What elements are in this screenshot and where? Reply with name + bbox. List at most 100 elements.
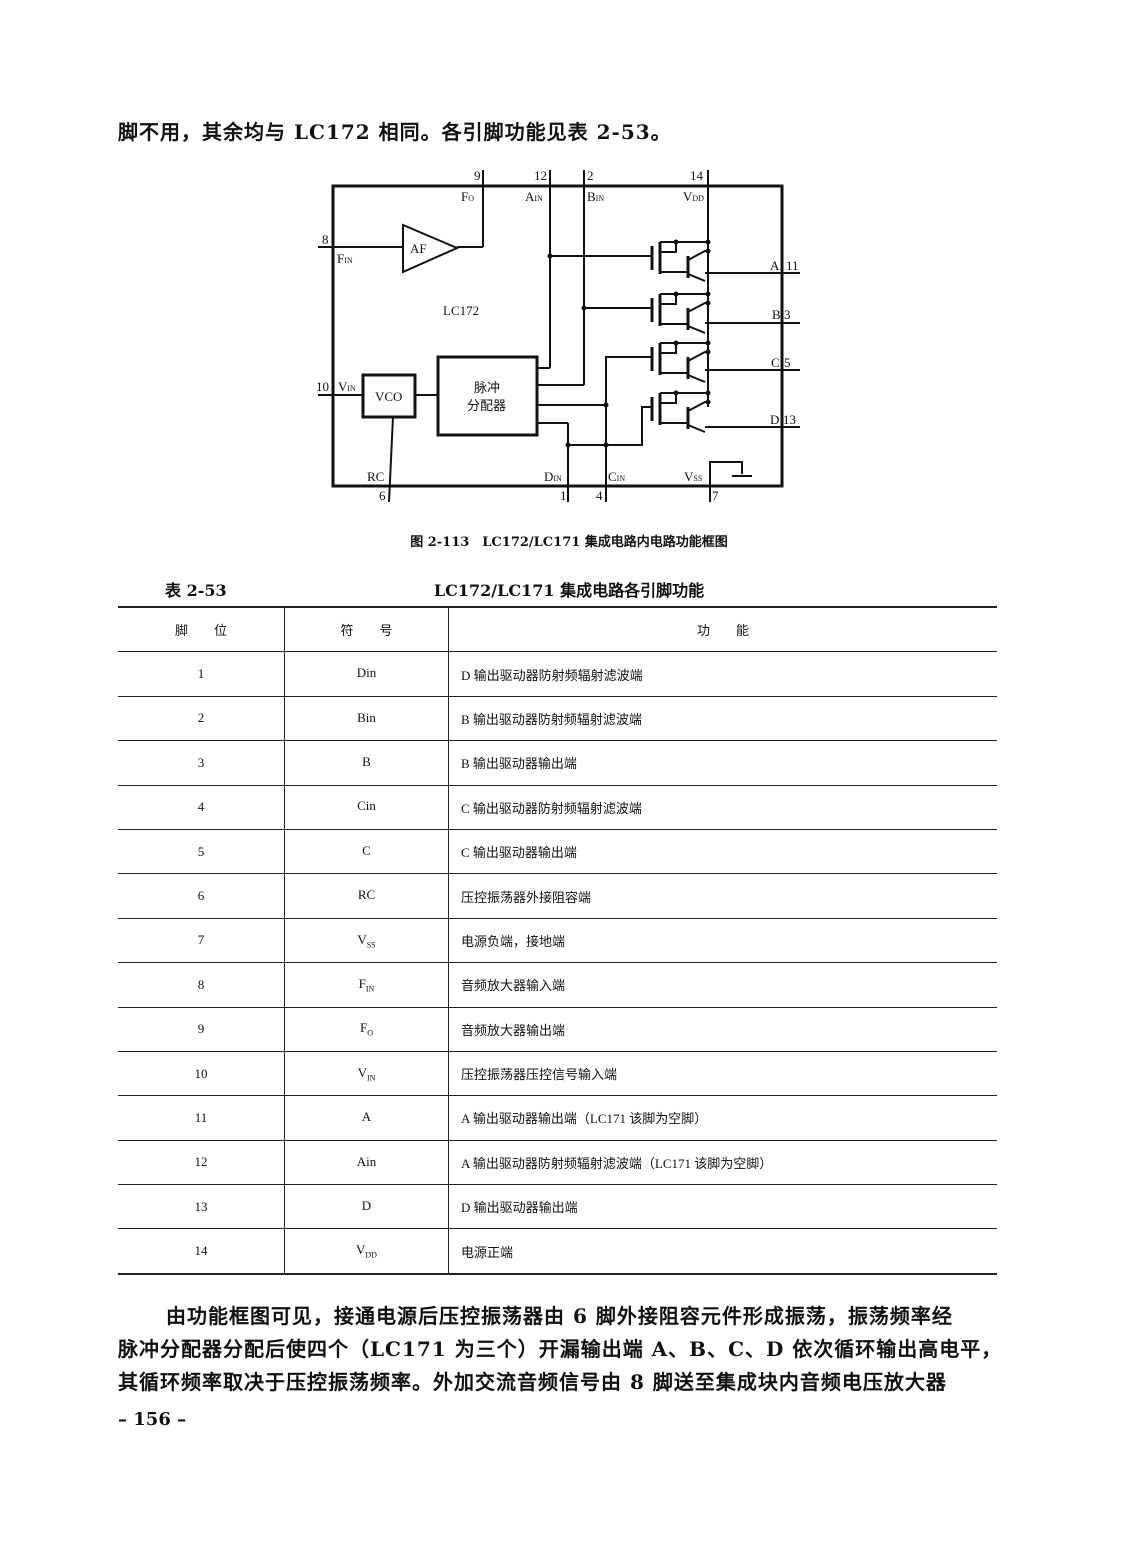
body-line: 脉冲分配器分配后使四个（LC171 为三个）开漏输出端 A、B、C、D 依次循环… bbox=[118, 1337, 1003, 1361]
symbol-cell: VIN bbox=[284, 1051, 449, 1097]
vin-label: VIN bbox=[338, 379, 356, 394]
pin-10-label: 10 bbox=[316, 379, 329, 394]
pin-cell: 5 bbox=[118, 829, 285, 875]
figure-caption: 图 2-113 LC172/LC171 集成电路内电路功能框图 bbox=[410, 535, 728, 550]
header-function: 功 能 bbox=[448, 606, 997, 653]
symbol-cell: FIN bbox=[284, 962, 449, 1008]
symbol-subscript: IN bbox=[365, 984, 375, 994]
pin-cell: 8 bbox=[118, 962, 285, 1008]
body-paragraph: 由功能框图可见，接通电源后压控振荡器由 6 脚外接阻容元件形成振荡，振荡频率经 … bbox=[118, 1300, 1002, 1399]
symbol-cell: D bbox=[284, 1184, 449, 1230]
pin-cell: 6 bbox=[118, 873, 285, 919]
function-cell: 音频放大器输入端 bbox=[448, 962, 997, 1008]
symbol-text: Cin bbox=[357, 798, 376, 814]
symbol-text: V bbox=[357, 931, 367, 947]
symbol-text: B bbox=[362, 754, 371, 770]
circuit-block-diagram: 9 12 2 14 FO AIN BIN VDD 8 FIN AF LC172 … bbox=[316, 168, 800, 503]
pin-cell: 2 bbox=[118, 696, 285, 742]
symbol-cell: Din bbox=[284, 651, 449, 697]
pin-13-label: 13 bbox=[783, 412, 796, 427]
pin-12-label: 12 bbox=[534, 168, 547, 183]
table-label: 表 2-53 bbox=[165, 581, 227, 600]
symbol-text: V bbox=[356, 1242, 366, 1258]
function-cell: 压控振荡器压控信号输入端 bbox=[448, 1051, 997, 1097]
vss-label: VSS bbox=[684, 469, 702, 484]
table-row: 4 Cin C 输出驱动器防射频辐射滤波端 bbox=[118, 785, 997, 830]
symbol-subscript: DD bbox=[365, 1250, 377, 1260]
pin-cell: 10 bbox=[118, 1051, 285, 1097]
intro-text: 脚不用，其余均与 LC172 相同。各引脚功能见表 2-53。 bbox=[118, 120, 672, 144]
function-cell: C 输出驱动器防射频辐射滤波端 bbox=[448, 785, 997, 830]
pin-5-label: 5 bbox=[784, 355, 791, 370]
symbol-text: F bbox=[359, 1020, 368, 1036]
function-cell: 电源负端，接地端 bbox=[448, 918, 997, 964]
chip-label: LC172 bbox=[443, 303, 479, 318]
pin-cell: 3 bbox=[118, 740, 285, 786]
pin-3-label: 3 bbox=[784, 307, 791, 322]
function-cell: D 输出驱动器防射频辐射滤波端 bbox=[448, 651, 997, 697]
page-number: – 156 – bbox=[118, 1409, 187, 1430]
pin-cell: 12 bbox=[118, 1140, 285, 1186]
pulse-label-2: 分配器 bbox=[467, 398, 506, 413]
body-line: 其循环频率取决于压控振荡频率。外加交流音频信号由 8 脚送至集成块内音频电压放大… bbox=[118, 1370, 947, 1394]
pin-9-label: 9 bbox=[474, 168, 481, 183]
bin-label: BIN bbox=[587, 189, 604, 204]
symbol-text: Ain bbox=[356, 1153, 377, 1169]
function-cell: B 输出驱动器输出端 bbox=[448, 740, 997, 786]
symbol-text: D bbox=[361, 1197, 372, 1213]
amplifier-triangle bbox=[402, 223, 460, 274]
pin-1-label: 1 bbox=[560, 488, 567, 503]
pin-11-label: 11 bbox=[786, 258, 799, 273]
symbol-subscript: IN bbox=[366, 1073, 376, 1083]
symbol-cell: FO bbox=[284, 1007, 449, 1052]
rc-label: RC bbox=[367, 469, 384, 484]
pin-cell: 9 bbox=[118, 1007, 285, 1052]
function-cell: B 输出驱动器防射频辐射滤波端 bbox=[448, 696, 997, 742]
table-title: LC172/LC171 集成电路各引脚功能 bbox=[433, 581, 705, 600]
header-pin: 脚 位 bbox=[118, 606, 285, 653]
symbol-text: F bbox=[358, 976, 366, 992]
function-cell: D 输出驱动器输出端 bbox=[448, 1184, 997, 1230]
pin-cell: 7 bbox=[118, 918, 285, 964]
function-cell: 压控振荡器外接阻容端 bbox=[448, 873, 997, 919]
table-row: 3 B B 输出驱动器输出端 bbox=[118, 740, 997, 786]
cin-label: CIN bbox=[608, 469, 625, 484]
function-cell: 电源正端 bbox=[448, 1228, 997, 1275]
ain-label: AIN bbox=[525, 189, 543, 204]
symbol-cell: A bbox=[284, 1095, 449, 1141]
a-label: A bbox=[770, 258, 780, 273]
symbol-cell: Cin bbox=[284, 785, 449, 830]
function-cell: A 输出驱动器输出端（LC171 该脚为空脚） bbox=[448, 1095, 997, 1141]
chip-outline bbox=[331, 184, 784, 488]
b-label: B bbox=[772, 307, 781, 322]
output-driver-transistor bbox=[650, 390, 711, 433]
pin-cell: 4 bbox=[118, 785, 285, 830]
pin-7-label: 7 bbox=[712, 488, 719, 503]
symbol-cell: VDD bbox=[284, 1228, 449, 1275]
pulse-label-1: 脉冲 bbox=[474, 380, 500, 395]
pin-cell: 14 bbox=[118, 1228, 285, 1275]
table-row: 6 RC 压控振荡器外接阻容端 bbox=[118, 873, 997, 919]
symbol-cell: B bbox=[284, 740, 449, 786]
symbol-cell: Ain bbox=[284, 1140, 449, 1186]
pin-cell: 1 bbox=[118, 651, 285, 697]
function-cell: C 输出驱动器输出端 bbox=[448, 829, 997, 875]
pin-2-label: 2 bbox=[587, 168, 594, 183]
symbol-text: RC bbox=[357, 887, 376, 903]
fin-label: FIN bbox=[337, 251, 353, 266]
vco-label: VCO bbox=[375, 389, 402, 404]
table-header-row: 脚 位 符 号 功 能 bbox=[118, 606, 997, 653]
symbol-cell: C bbox=[284, 829, 449, 875]
din-label: DIN bbox=[544, 469, 562, 484]
c-label: C bbox=[771, 355, 780, 370]
symbol-subscript: O bbox=[367, 1029, 373, 1038]
pin-6-label: 6 bbox=[379, 488, 386, 503]
